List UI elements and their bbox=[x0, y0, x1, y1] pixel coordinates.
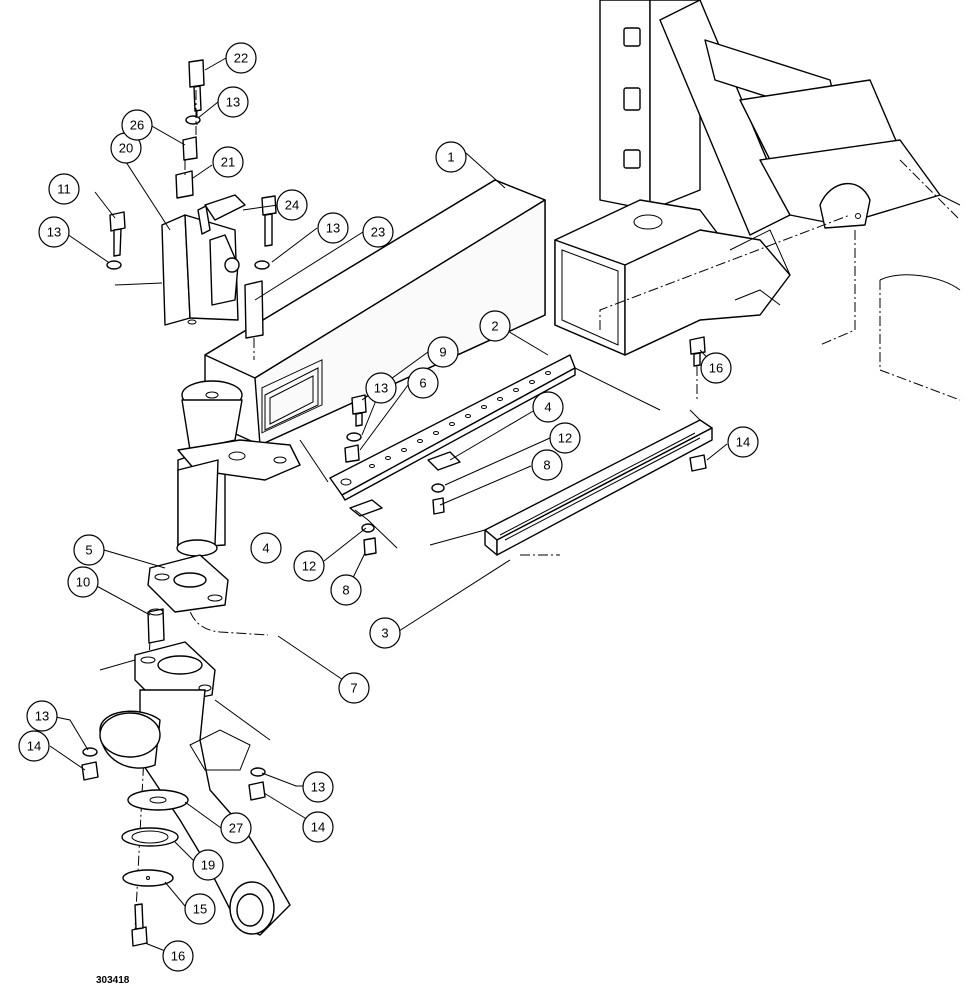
svg-text:16: 16 bbox=[709, 361, 723, 376]
callout-14-lower-left: 14 bbox=[18, 730, 50, 762]
callout-6: 6 bbox=[407, 367, 439, 399]
svg-text:22: 22 bbox=[234, 51, 248, 66]
callout-16-right: 16 bbox=[700, 352, 732, 384]
svg-text:15: 15 bbox=[193, 902, 207, 917]
svg-text:2: 2 bbox=[491, 319, 498, 334]
callout-11: 11 bbox=[48, 173, 80, 205]
callout-13-mid: 13 bbox=[365, 372, 397, 404]
tongue-tube bbox=[204, 179, 546, 446]
svg-text:23: 23 bbox=[371, 225, 385, 240]
link-bar bbox=[299, 354, 661, 501]
callout-13-lower-left: 13 bbox=[26, 700, 58, 732]
svg-text:13: 13 bbox=[374, 381, 388, 396]
callout-14-lower-right: 14 bbox=[302, 811, 334, 843]
svg-text:24: 24 bbox=[285, 198, 299, 213]
svg-text:6: 6 bbox=[419, 376, 426, 391]
lower-hardware bbox=[81, 747, 266, 947]
svg-text:8: 8 bbox=[342, 583, 349, 598]
callout-14-right: 14 bbox=[727, 426, 759, 458]
hitch-receiver bbox=[554, 199, 791, 356]
callout-10: 10 bbox=[67, 566, 99, 598]
callout-13-lower-right: 13 bbox=[302, 771, 334, 803]
channel bbox=[429, 336, 713, 556]
callout-21: 21 bbox=[212, 146, 244, 178]
callout-8-lower: 8 bbox=[330, 574, 362, 606]
svg-text:16: 16 bbox=[171, 949, 185, 964]
callout-13-right: 13 bbox=[317, 212, 349, 244]
callout-8-right: 8 bbox=[531, 449, 563, 481]
drawing-number: 303418 bbox=[96, 975, 130, 986]
svg-text:4: 4 bbox=[262, 541, 269, 556]
svg-text:13: 13 bbox=[226, 95, 240, 110]
svg-text:21: 21 bbox=[221, 155, 235, 170]
callout-27: 27 bbox=[220, 812, 252, 844]
callout-15: 15 bbox=[184, 893, 216, 925]
machine-frame bbox=[599, 0, 961, 401]
link-bar-holes bbox=[340, 371, 551, 486]
svg-text:20: 20 bbox=[119, 141, 133, 156]
svg-text:10: 10 bbox=[76, 575, 90, 590]
callout-4-upper: 4 bbox=[532, 391, 564, 423]
callout-1: 1 bbox=[435, 141, 467, 173]
lower-tube bbox=[147, 459, 229, 644]
svg-text:9: 9 bbox=[439, 345, 446, 360]
callout-3: 3 bbox=[369, 617, 401, 649]
callout-24: 24 bbox=[276, 189, 308, 221]
callout-4-lower: 4 bbox=[250, 532, 282, 564]
svg-text:26: 26 bbox=[130, 118, 144, 133]
callout-16-bottom: 16 bbox=[162, 940, 194, 972]
callout-13-left: 13 bbox=[38, 216, 70, 248]
callout-20: 20 bbox=[110, 132, 142, 164]
svg-text:13: 13 bbox=[47, 225, 61, 240]
svg-text:1: 1 bbox=[447, 150, 454, 165]
svg-text:14: 14 bbox=[27, 739, 41, 754]
callout-22: 22 bbox=[225, 42, 257, 74]
svg-text:13: 13 bbox=[35, 709, 49, 724]
link-hardware bbox=[344, 394, 461, 556]
callout-13-top: 13 bbox=[217, 86, 249, 118]
upper-hardware bbox=[106, 59, 277, 360]
callout-23: 23 bbox=[362, 216, 394, 248]
callout-26: 26 bbox=[121, 109, 153, 141]
callout-7: 7 bbox=[338, 672, 370, 704]
svg-text:14: 14 bbox=[311, 820, 325, 835]
callout-12-lower: 12 bbox=[293, 550, 325, 582]
svg-text:11: 11 bbox=[57, 182, 71, 197]
svg-text:14: 14 bbox=[736, 435, 750, 450]
svg-text:5: 5 bbox=[85, 543, 92, 558]
lower-arm bbox=[99, 641, 291, 936]
svg-text:7: 7 bbox=[350, 681, 357, 696]
svg-text:4: 4 bbox=[544, 400, 551, 415]
callouts: 1 2 3 4 4 5 6 7 8 8 9 10 11 12 12 13 13 … bbox=[18, 42, 759, 972]
svg-text:12: 12 bbox=[558, 431, 572, 446]
upper-bracket bbox=[114, 194, 246, 326]
svg-text:12: 12 bbox=[302, 559, 316, 574]
svg-text:13: 13 bbox=[311, 780, 325, 795]
callout-2: 2 bbox=[479, 310, 511, 342]
svg-text:19: 19 bbox=[201, 858, 215, 873]
callout-19: 19 bbox=[192, 849, 224, 881]
svg-text:13: 13 bbox=[326, 221, 340, 236]
callout-9: 9 bbox=[427, 336, 459, 368]
callout-5: 5 bbox=[73, 534, 105, 566]
svg-text:3: 3 bbox=[381, 626, 388, 641]
svg-text:8: 8 bbox=[543, 458, 550, 473]
callout-12-right: 12 bbox=[549, 422, 581, 454]
svg-text:27: 27 bbox=[229, 821, 243, 836]
